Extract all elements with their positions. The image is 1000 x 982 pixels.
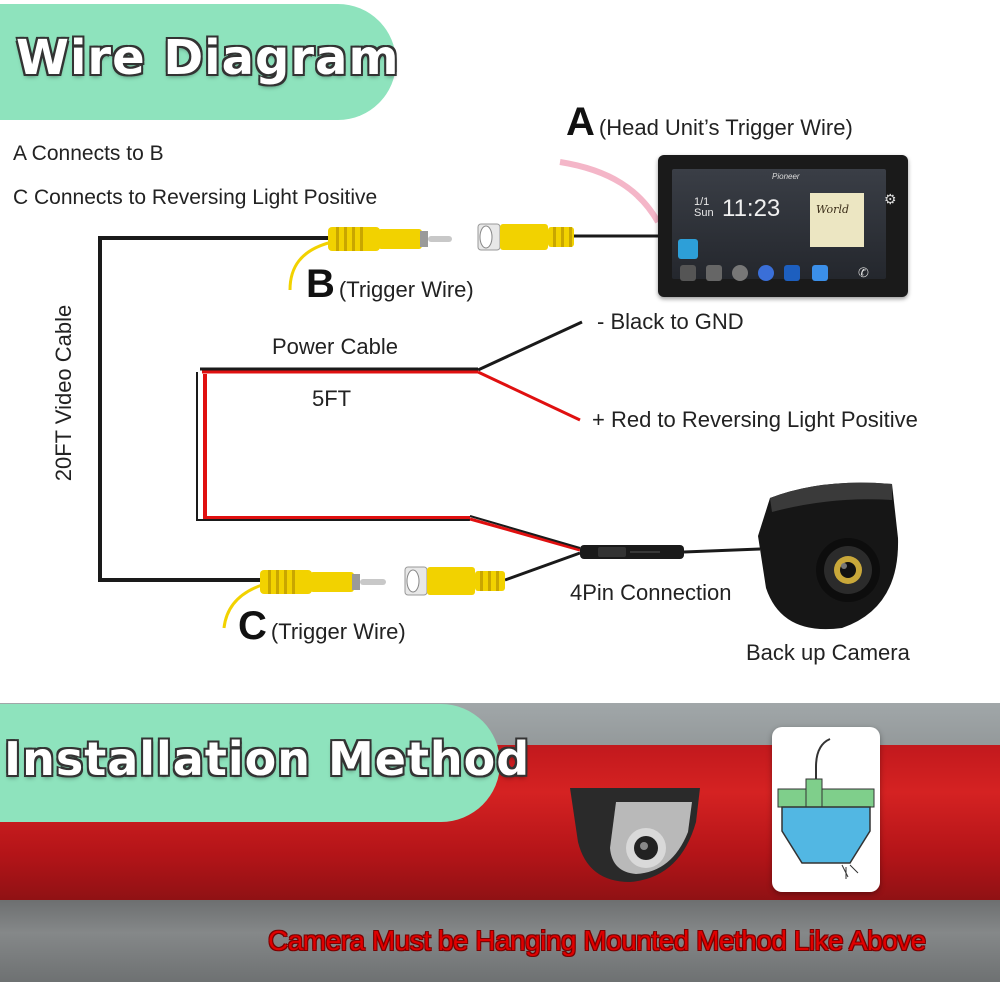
wiring-diagram [98,159,761,629]
bluetooth-icon [758,265,774,281]
disc-icon [732,265,748,281]
music-icon [812,265,828,281]
head-unit: Pioneer 1/1 Sun 11:23 World ⚙ ✆ [658,155,908,297]
label-a-letter: A [566,100,595,144]
head-unit-date: 1/1 Sun [694,196,714,219]
album-art-text: World [816,203,849,216]
power-to-4pin [469,517,581,552]
power-cable-black-outer [196,372,470,521]
backup-camera [758,482,899,630]
label-b: B(Trigger Wire) [306,262,474,307]
label-a-text: (Head Unit’s Trigger Wire) [598,115,853,140]
positive-wire [477,370,581,422]
smartphone-icon [680,265,696,281]
label-b-text: (Trigger Wire) [338,277,474,302]
label-a: A(Head Unit’s Trigger Wire) [566,100,853,145]
pandora-icon [784,265,800,281]
rca-male-c [260,570,386,594]
label-c-letter: C [238,604,267,648]
power-cable-label: Power Cable [272,334,398,359]
wire-diagram-title: Wire Diagram [16,30,400,86]
black-gnd-label: - Black to GND [597,309,744,334]
power-to-4pin-black [469,515,581,549]
gear-icon: ⚙ [884,191,897,207]
label-c-text: (Trigger Wire) [270,619,406,644]
head-unit-time: 11:23 [722,195,781,222]
power-cable-red [203,374,470,520]
wire-diagram-banner [0,4,396,120]
rca-female-b [477,223,574,251]
four-pin-label: 4Pin Connection [570,580,732,605]
pink-trigger-wire [559,159,661,224]
power-length-label: 5FT [312,386,352,411]
note-a-connects-b: A Connects to B [13,142,164,165]
license-plate-area [0,900,1000,982]
video-to-4pin [504,551,581,582]
gnd-wire [477,320,583,372]
installation-method-banner [0,704,500,822]
phone-icon [678,239,698,259]
radio-icon [706,265,722,281]
hanging-mount-icon [777,738,875,879]
video-cable-label: 20FT Video Cable [51,304,76,482]
red-positive-label: + Red to Reversing Light Positive [592,407,918,432]
head-unit-screen: Pioneer 1/1 Sun 11:23 World ⚙ ✆ [672,169,897,281]
b-yellow-wire [288,240,333,291]
rca-male-b [328,227,452,251]
camera-label: Back up Camera [746,640,910,665]
video-cable [98,236,330,582]
album-art: World [810,193,864,247]
hanging-mount-warning: Camera Must be Hanging Mounted Method Li… [268,925,926,956]
head-unit-brand: Pioneer [772,172,800,181]
note-c-connects-reversing: C Connects to Reversing Light Positive [13,186,378,209]
mounted-camera [570,788,700,882]
mounting-diagram [772,727,880,892]
label-b-letter: B [306,262,335,306]
label-c: C(Trigger Wire) [238,604,406,649]
rca-female-c [404,566,505,596]
call-icon: ✆ [858,265,869,280]
c-yellow-wire [222,583,263,629]
installation-method-title: Installation Method [4,732,531,786]
